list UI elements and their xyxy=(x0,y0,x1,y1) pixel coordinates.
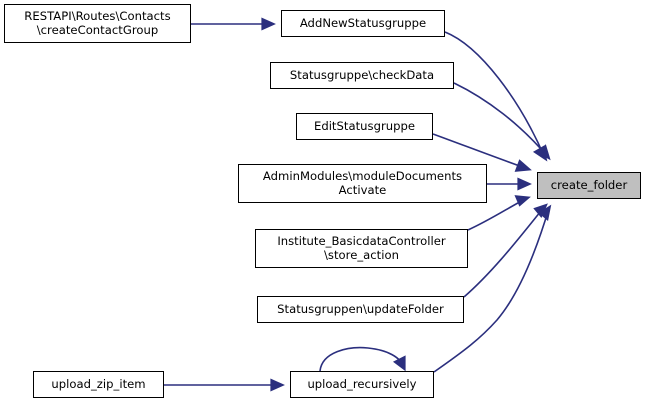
edge-statusgruppen_updatefolder-to-create_folder xyxy=(463,203,548,298)
edge-adminmodules-to-create_folder-arrowhead xyxy=(517,177,532,191)
edge-upload_recursively-to-create_folder-line xyxy=(433,207,550,373)
edge-institute-to-create_folder-arrowhead xyxy=(514,195,531,207)
node-addnewstatusgruppe[interactable]: AddNewStatusgruppe xyxy=(281,10,445,37)
edge-editstatusgruppe-to-create_folder xyxy=(432,133,532,172)
edge-editstatusgruppe-to-create_folder-arrowhead xyxy=(514,159,532,172)
edge-statusgruppe_checkdata-to-create_folder-line xyxy=(453,82,549,158)
edge-upload_recursively-to-create_folder-arrowhead xyxy=(538,204,552,221)
node-label-upload_recursively: upload_recursively xyxy=(307,376,417,391)
edge-adminmodules-to-create_folder xyxy=(487,177,532,191)
node-restapi_createcontactgroup[interactable]: RESTAPI\Routes\Contacts \createContactGr… xyxy=(4,4,191,43)
node-editstatusgruppe[interactable]: EditStatusgruppe xyxy=(296,113,433,140)
node-statusgruppen_updatefolder[interactable]: Statusgruppen\updateFolder xyxy=(257,296,464,323)
node-create_folder[interactable]: create_folder xyxy=(537,172,641,199)
node-upload_recursively[interactable]: upload_recursively xyxy=(290,371,434,398)
edge-restapi-to-addnewstatusgruppe-arrowhead xyxy=(261,17,276,31)
node-label-editstatusgruppe: EditStatusgruppe xyxy=(313,118,416,133)
edge-upload_zip_item-to-upload_recursively xyxy=(164,378,285,392)
node-label-create_folder: create_folder xyxy=(550,177,628,192)
node-upload_zip_item[interactable]: upload_zip_item xyxy=(33,371,164,398)
edge-institute-to-create_folder xyxy=(467,195,531,231)
node-institute_basicdatacontroller_store_action[interactable]: Institute_BasicdataController \store_act… xyxy=(255,229,468,268)
node-label-statusgruppe_checkdata: Statusgruppe\checkData xyxy=(289,67,435,82)
edge-statusgruppe_checkdata-to-create_folder xyxy=(453,82,551,161)
node-label-addnewstatusgruppe: AddNewStatusgruppe xyxy=(299,15,427,30)
node-label-upload_zip_item: upload_zip_item xyxy=(51,376,146,391)
edge-upload_recursively-self-loop-arrowhead xyxy=(392,355,406,372)
edge-statusgruppe_checkdata-to-create_folder-arrowhead xyxy=(536,144,551,161)
edge-statusgruppen_updatefolder-to-create_folder-line xyxy=(463,205,546,298)
node-statusgruppe_checkdata[interactable]: Statusgruppe\checkData xyxy=(270,62,454,89)
edge-upload_recursively-self-loop-line xyxy=(319,346,405,372)
node-adminmodules_moduledocumentsactivate[interactable]: AdminModules\moduleDocuments Activate xyxy=(238,164,487,203)
edge-addnewstatusgruppe-to-create_folder xyxy=(444,31,548,162)
edge-addnewstatusgruppe-to-create_folder-line xyxy=(444,31,546,159)
edge-upload_recursively-self-loop xyxy=(319,346,406,372)
node-label-institute_basicdatacontroller_store_action: Institute_BasicdataController \store_act… xyxy=(277,233,446,262)
edge-upload_zip_item-to-upload_recursively-arrowhead xyxy=(270,378,285,392)
node-label-restapi_createcontactgroup: RESTAPI\Routes\Contacts \createContactGr… xyxy=(24,8,171,37)
node-label-adminmodules_moduledocumentsactivate: AdminModules\moduleDocuments Activate xyxy=(262,168,463,197)
node-label-statusgruppen_updatefolder: Statusgruppen\updateFolder xyxy=(277,301,444,316)
edge-upload_recursively-to-create_folder xyxy=(433,204,552,373)
edge-restapi-to-addnewstatusgruppe xyxy=(191,17,276,31)
